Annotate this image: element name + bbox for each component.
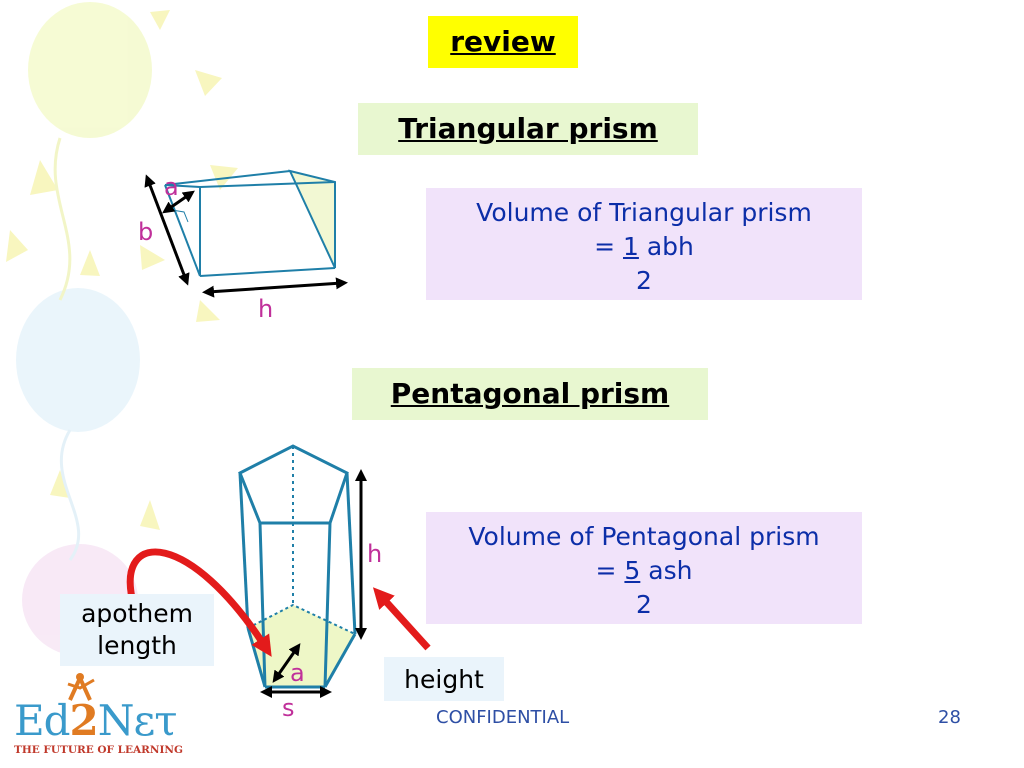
label-a: a: [164, 173, 179, 201]
apothem-callout-arrow: [126, 548, 272, 657]
logo-figure-icon: [67, 673, 95, 701]
page-number: 28: [938, 707, 961, 728]
balloon-blue: [16, 288, 140, 432]
ed2net-logo: Ed2Nετ THE FUTURE OF LEARNING: [14, 673, 183, 756]
triangular-prism-title: Triangular prism: [358, 103, 698, 155]
label-height-h: h: [367, 540, 383, 568]
pentagonal-prism-title: Pentagonal prism: [352, 368, 708, 420]
formula-expression: = 5 ash: [426, 554, 862, 588]
fraction-numerator: 5: [624, 556, 641, 585]
label-side-s: s: [282, 694, 295, 722]
formula-text: Volume of Pentagonal prism: [468, 522, 820, 551]
formula-text: Volume of Triangular prism: [476, 198, 812, 227]
fraction-denominator: 2: [636, 590, 652, 619]
apothem-length-callout: apothem length: [60, 594, 214, 666]
triangular-volume-formula: Volume of Triangular prism = 1 abh 2: [426, 188, 862, 300]
formula-expression: = 1 abh: [426, 230, 862, 264]
equals-sign: =: [594, 232, 616, 261]
equals-sign: =: [595, 556, 617, 585]
logo-tagline: THE FUTURE OF LEARNING: [14, 744, 183, 756]
confidential-footer: CONFIDENTIAL: [436, 707, 570, 728]
formula-variables: abh: [646, 232, 694, 261]
pentagonal-prism-diagram: [126, 444, 431, 698]
fraction-denominator: 2: [636, 266, 652, 295]
label-apothem-a: a: [290, 659, 305, 687]
fraction-numerator: 1: [623, 232, 639, 261]
callout-line-2: length: [97, 631, 177, 660]
balloon-yellow: [28, 2, 152, 138]
dimension-arrow-apothem: [272, 643, 301, 683]
label-b: b: [138, 218, 154, 246]
formula-variables: ash: [648, 556, 693, 585]
logo-wordmark: Ed2Nετ: [14, 696, 178, 745]
triangular-prism-diagram: [144, 169, 348, 298]
pentagonal-volume-formula: Volume of Pentagonal prism = 5 ash 2: [426, 512, 862, 624]
height-callout-arrow: [372, 587, 431, 651]
dimension-arrow-h: [202, 277, 348, 298]
label-h: h: [258, 295, 274, 323]
dimension-arrow-b: [144, 174, 190, 286]
height-callout: height: [384, 657, 504, 701]
callout-line-1: apothem: [81, 599, 193, 628]
review-heading: review: [428, 16, 578, 68]
